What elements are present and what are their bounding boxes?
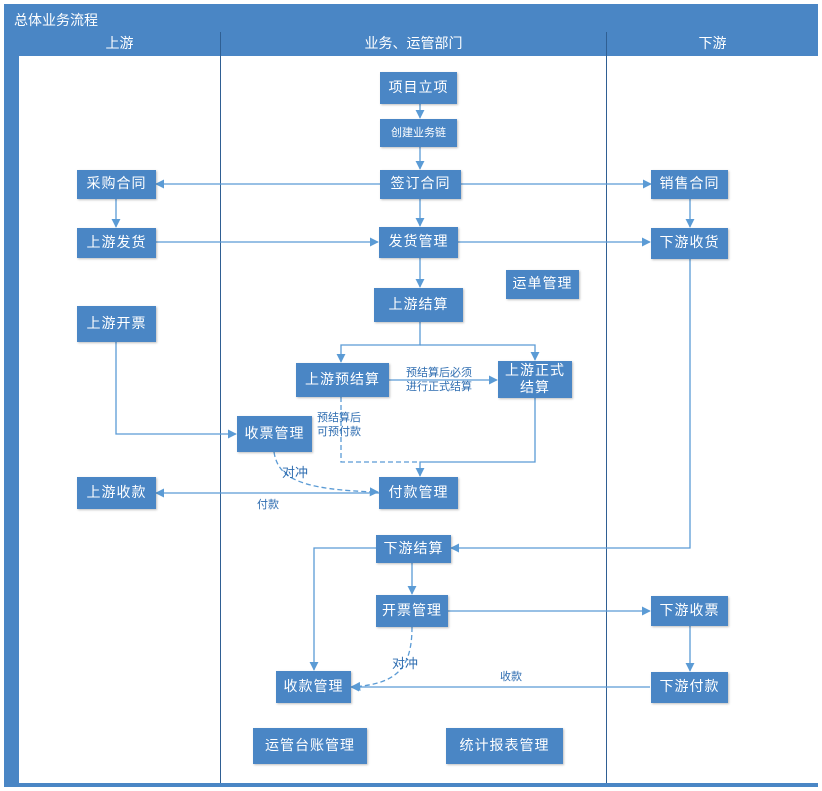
- node-upstream-invoice: 上游开票: [77, 306, 156, 342]
- label-payment: 付款: [257, 498, 279, 511]
- connector-dashed: [351, 626, 413, 691]
- node-upstream-ship: 上游发货: [77, 228, 156, 258]
- node-ticket-receive-management: 收票管理: [237, 416, 312, 452]
- lane-header-business: 业务、运管部门: [221, 32, 606, 56]
- node-project-setup: 项目立项: [380, 72, 457, 104]
- node-downstream-receive: 下游收货: [651, 228, 728, 259]
- label-pre-settle-can-prepay: 预结算后 可预付款: [317, 411, 361, 438]
- diagram-title: 总体业务流程: [14, 13, 98, 29]
- title-bar: 总体业务流程: [4, 4, 818, 32]
- node-waybill-management: 运单管理: [506, 270, 579, 299]
- node-collection-management: 收款管理: [276, 671, 351, 703]
- node-upstream-pre-settlement: 上游预结算: [296, 363, 389, 397]
- node-upstream-formal-settlement: 上游正式 结算: [498, 361, 572, 398]
- label-pre-settle-must-formal: 预结算后必须 进行正式结算: [406, 366, 472, 393]
- node-sign-contract: 签订合同: [380, 170, 461, 199]
- node-payment-management: 付款管理: [379, 477, 458, 509]
- node-sales-contract: 销售合同: [651, 170, 728, 199]
- node-downstream-payment: 下游付款: [651, 672, 728, 703]
- lane-divider: [606, 32, 607, 783]
- label-offset-upstream: 对冲: [282, 466, 309, 481]
- connector: [420, 344, 540, 361]
- connector-dashed: [340, 397, 420, 463]
- node-upstream-collection: 上游收款: [77, 477, 156, 509]
- node-ship-management: 发货管理: [379, 227, 458, 258]
- lane-header-downstream: 下游: [607, 32, 818, 56]
- bottom-border: [4, 783, 818, 787]
- node-ops-ledger-management: 运管台账管理: [253, 728, 367, 764]
- connector-dashed: [273, 451, 379, 497]
- node-upstream-settlement: 上游结算: [374, 288, 463, 322]
- label-collection: 收款: [500, 670, 522, 683]
- left-border: [4, 32, 19, 787]
- node-purchase-contract: 采购合同: [77, 170, 156, 199]
- connector: [336, 322, 421, 363]
- label-offset-downstream: 对冲: [392, 657, 419, 672]
- node-create-chain: 创建业务链: [380, 119, 457, 147]
- lane-header-upstream: 上游: [19, 32, 220, 56]
- connector: [415, 398, 536, 477]
- node-downstream-ticket-receive: 下游收票: [651, 596, 728, 626]
- node-downstream-settlement: 下游结算: [376, 535, 451, 563]
- connector: [309, 547, 376, 671]
- node-invoice-management: 开票管理: [376, 595, 448, 627]
- connector: [115, 342, 237, 439]
- connector: [450, 259, 691, 553]
- node-statistics-report-management: 统计报表管理: [446, 728, 563, 764]
- lane-divider: [220, 32, 221, 783]
